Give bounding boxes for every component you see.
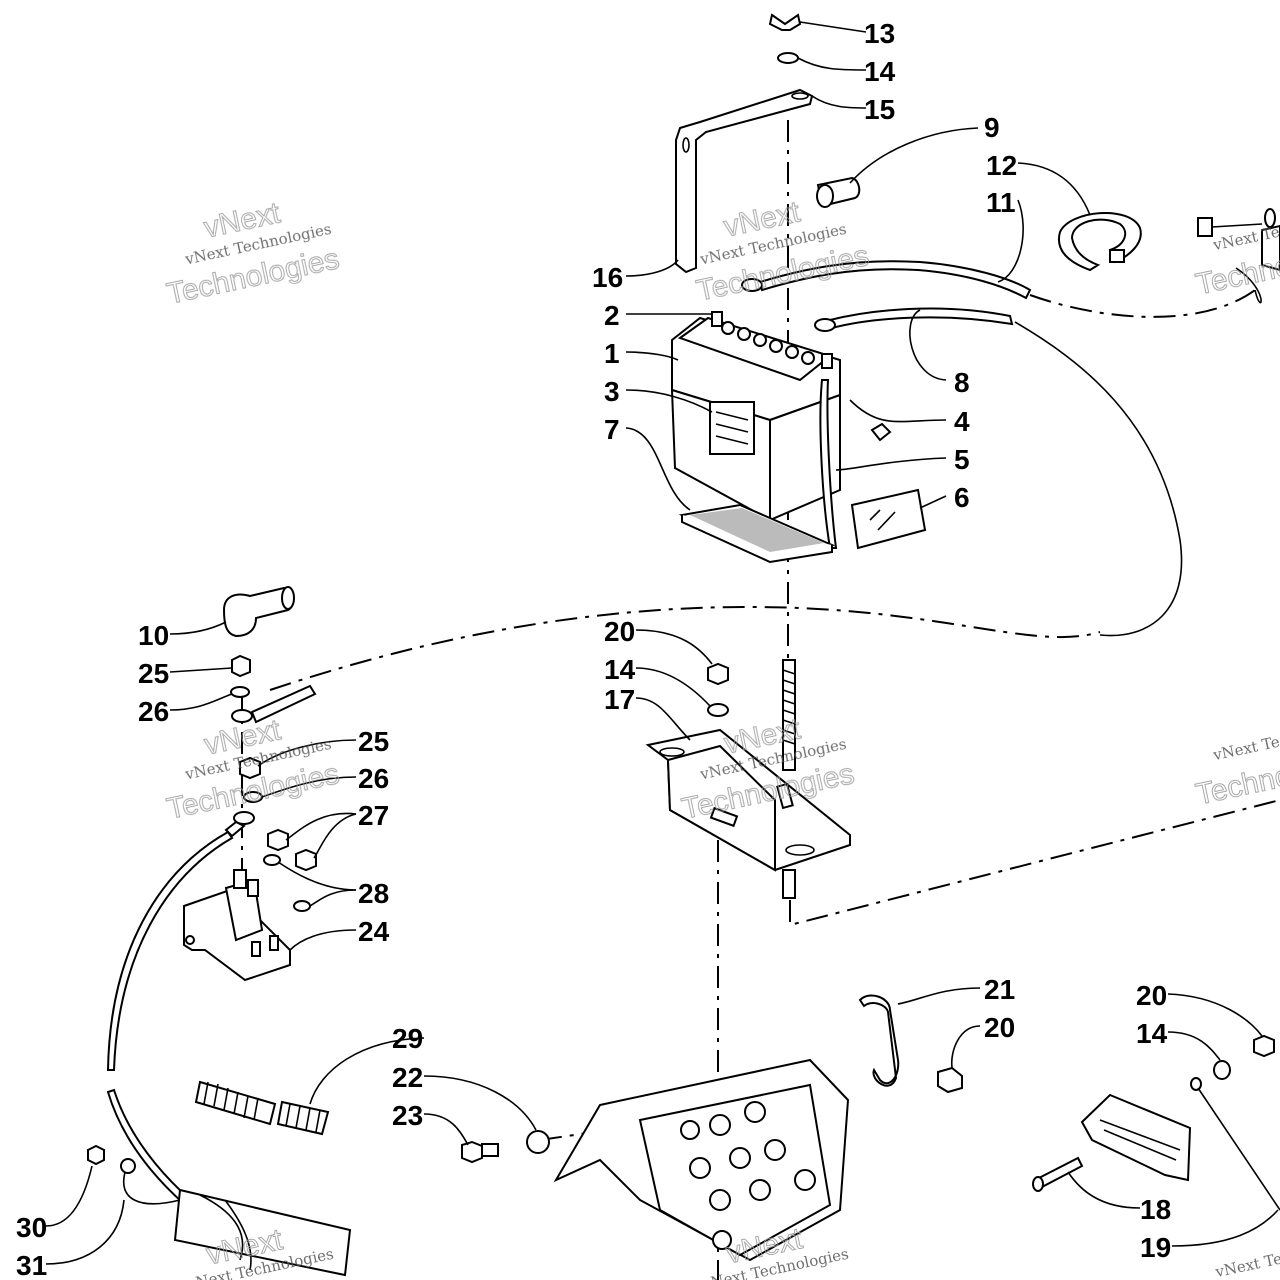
battery-pad-7 [678, 503, 836, 564]
callout-20-right: 20 [1136, 980, 1167, 1011]
callout-4: 4 [954, 406, 970, 437]
washer-26-top [230, 686, 250, 698]
cable-lug-top [231, 684, 317, 724]
mount-bracket [553, 1058, 850, 1262]
callout-26: 26 [138, 696, 169, 727]
bolt-23 [461, 1140, 499, 1164]
cable-lug-mid [224, 811, 255, 838]
callout-26-lower: 26 [358, 763, 389, 794]
terminal-boot-10 [222, 586, 295, 638]
washer-small-right [1190, 1077, 1202, 1091]
callout-18: 18 [1140, 1194, 1171, 1225]
bolt-top-right [1197, 208, 1280, 272]
long-bolt-18 [1032, 1156, 1084, 1192]
callout-27: 27 [358, 800, 389, 831]
callout-6: 6 [954, 482, 970, 513]
washer-22 [526, 1130, 550, 1154]
stud-bolt [782, 659, 796, 899]
battery-cables-8-11 [741, 260, 1183, 637]
hold-down-strap-15-16 [675, 88, 814, 274]
callout-8: 8 [954, 367, 970, 398]
starter-solenoid-24 [183, 869, 291, 982]
callout-2: 2 [604, 300, 620, 331]
callout-14-tray: 14 [604, 654, 636, 685]
hex-nut-20-top [707, 662, 729, 686]
callout-16: 16 [592, 262, 623, 293]
bracket-plate-right [1080, 1093, 1192, 1182]
washer-14-top [777, 52, 799, 64]
callout-25: 25 [138, 658, 169, 689]
callout-13: 13 [864, 18, 895, 49]
battery-tray-17 [645, 728, 851, 872]
callout-3: 3 [604, 376, 620, 407]
hex-nut-27a [267, 828, 289, 852]
washer-14-right [1213, 1060, 1231, 1080]
callout-1: 1 [604, 338, 620, 369]
hex-nut-20-right [1253, 1034, 1275, 1058]
bent-rod-21 [858, 994, 900, 1087]
callout-29: 29 [392, 1023, 423, 1054]
callout-7: 7 [604, 414, 620, 445]
callout-23: 23 [392, 1100, 423, 1131]
svg-text:vNext Technologies: vNext Technologies [1211, 716, 1280, 765]
callout-20-mid: 20 [984, 1012, 1015, 1043]
callout-12: 12 [986, 150, 1017, 181]
callout-10: 10 [138, 620, 169, 651]
callout-30: 30 [16, 1212, 47, 1243]
spring-29 [194, 1080, 330, 1136]
cable-long-left [106, 830, 234, 1071]
battery-1 [670, 311, 841, 522]
callout-20: 20 [604, 616, 635, 647]
callout-17: 17 [604, 684, 635, 715]
callout-5: 5 [954, 444, 970, 475]
callout-14-right: 14 [1136, 1018, 1168, 1049]
callout-9: 9 [984, 112, 1000, 143]
callout-labels: 13 14 15 9 12 11 16 2 1 3 7 8 4 5 6 10 2… [16, 18, 1171, 1280]
hex-nut-25-top [231, 654, 251, 678]
callout-22: 22 [392, 1062, 423, 1093]
pad-6 [850, 488, 927, 550]
wing-nut-13 [768, 13, 802, 31]
svg-text:vNext Technologies: vNext Technologies [1213, 1232, 1280, 1280]
terminal-cover-9 [816, 176, 861, 208]
callout-11: 11 [986, 187, 1016, 218]
callout-25-lower: 25 [358, 726, 389, 757]
callout-24: 24 [358, 916, 390, 947]
clip-4 [870, 422, 892, 442]
callout-14: 14 [864, 56, 896, 87]
callout-31: 31 [16, 1250, 47, 1280]
washer-14-tray [707, 703, 729, 717]
nut-20-right [937, 1066, 963, 1094]
washer-28a [263, 854, 281, 866]
callout-15: 15 [864, 94, 895, 125]
washer-28b [293, 900, 311, 912]
hex-nut-25-mid [239, 756, 261, 780]
callout-19: 19 [1140, 1232, 1171, 1263]
leader-lines [45, 21, 1279, 1265]
callout-21: 21 [984, 974, 1015, 1005]
hex-nut-27b [295, 848, 317, 872]
vent-tube-5 [819, 379, 838, 549]
cable-clamp-12 [1057, 211, 1142, 272]
ground-wire-30-31 [87, 1144, 352, 1277]
callout-28: 28 [358, 878, 389, 909]
